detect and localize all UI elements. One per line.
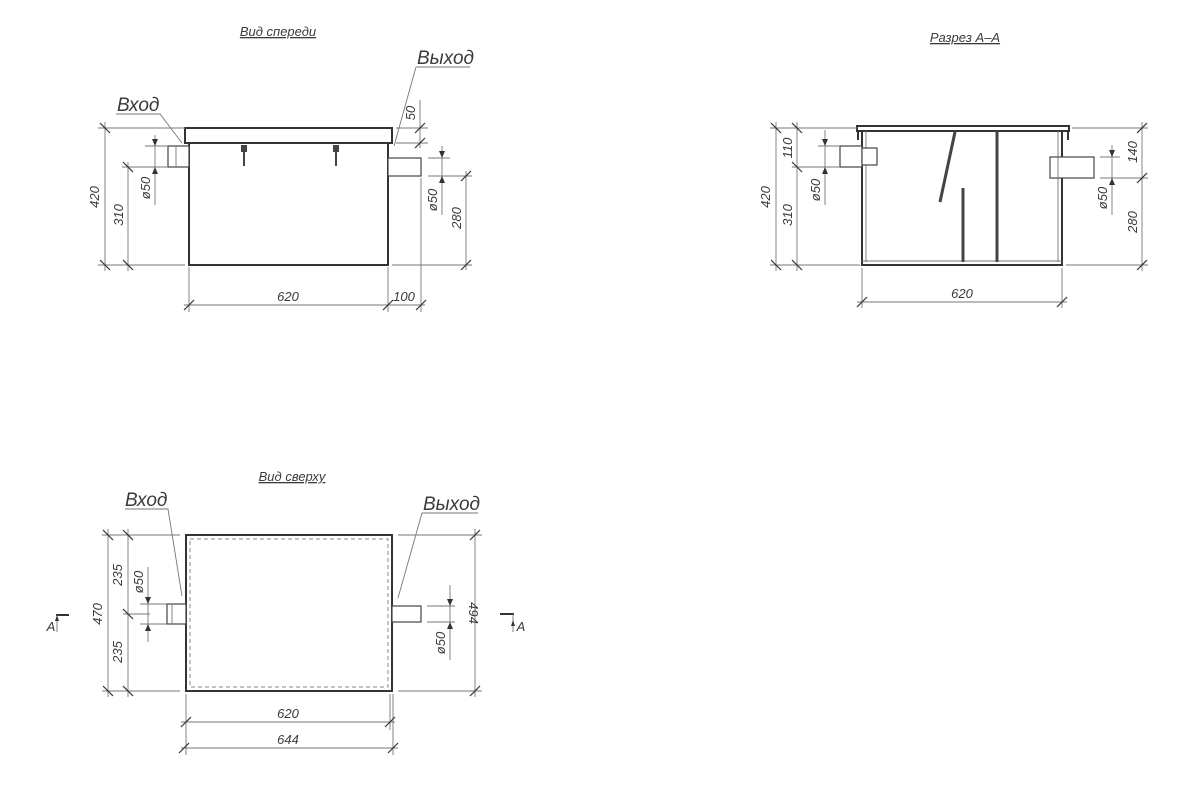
top-inlet-label: Вход bbox=[125, 490, 167, 511]
inclined-baffle bbox=[938, 131, 957, 203]
top-inlet-leader bbox=[125, 508, 183, 597]
top-tank-inner bbox=[189, 538, 389, 688]
section-mark-right: А bbox=[500, 613, 526, 634]
tank-body bbox=[188, 142, 389, 266]
top-dim-494: 494 bbox=[466, 602, 481, 624]
section-outlet-pipe bbox=[1049, 156, 1095, 179]
svg-text:А: А bbox=[46, 619, 56, 634]
top-dimension-lines bbox=[102, 529, 482, 755]
top-dim-outlet-diameter: ø50 bbox=[433, 631, 448, 654]
outlet-label: Выход bbox=[417, 48, 474, 69]
section-dimension-lines bbox=[770, 122, 1148, 308]
dim-280: 280 bbox=[449, 206, 464, 229]
sec-dim-310: 310 bbox=[780, 203, 795, 225]
sec-dim-140: 140 bbox=[1125, 140, 1140, 162]
sec-dim-420: 420 bbox=[758, 185, 773, 207]
top-dim-644: 644 bbox=[277, 732, 299, 747]
front-view-title: Вид спереди bbox=[240, 24, 316, 39]
dim-lid: 50 bbox=[403, 105, 418, 120]
sec-dim-280: 280 bbox=[1125, 210, 1140, 233]
top-inlet-pipe bbox=[166, 603, 187, 625]
sec-dim-620: 620 bbox=[951, 286, 973, 301]
svg-text:А: А bbox=[516, 619, 526, 634]
sec-dim-outlet-diameter: ø50 bbox=[1095, 186, 1110, 209]
top-dim-470: 470 bbox=[90, 602, 105, 624]
top-view-title: Вид сверху bbox=[259, 469, 327, 484]
dim-outlet-diameter: ø50 bbox=[425, 188, 440, 211]
top-outlet-pipe bbox=[391, 605, 422, 623]
dim-420: 420 bbox=[87, 185, 102, 207]
inlet-label: Вход bbox=[117, 95, 159, 116]
top-dim-620: 620 bbox=[277, 706, 299, 721]
top-view: Вид сверху Вход Выход bbox=[46, 469, 526, 755]
section-view-title: Разрез А–А bbox=[930, 30, 1000, 45]
sec-dim-inlet-diameter: ø50 bbox=[808, 178, 823, 201]
section-view: Разрез А–А bbox=[758, 30, 1148, 308]
dim-310: 310 bbox=[111, 203, 126, 225]
dimension-lines bbox=[98, 100, 472, 312]
section-mark-left: А bbox=[46, 614, 69, 634]
lid-latch bbox=[241, 145, 339, 166]
dim-620: 620 bbox=[277, 289, 299, 304]
top-tank-outline bbox=[185, 534, 393, 692]
dim-100: 100 bbox=[393, 289, 415, 304]
sec-dim-110: 110 bbox=[780, 137, 795, 158]
inlet-pipe bbox=[167, 145, 190, 168]
section-inlet-pipe bbox=[839, 145, 878, 168]
outlet-leader bbox=[393, 66, 470, 147]
tank-lid bbox=[184, 127, 393, 144]
top-dim-235-upper: 235 bbox=[110, 563, 125, 586]
top-outlet-label: Выход bbox=[423, 494, 480, 515]
dim-inlet-diameter: ø50 bbox=[138, 176, 153, 199]
front-view: Вид спереди Вход Выход bbox=[87, 24, 474, 312]
outlet-pipe bbox=[387, 157, 422, 177]
top-dim-235-lower: 235 bbox=[110, 640, 125, 663]
inlet-leader bbox=[116, 113, 183, 144]
section-tank-wall bbox=[861, 130, 1063, 266]
top-dim-inlet-diameter: ø50 bbox=[131, 570, 146, 593]
top-outlet-leader bbox=[397, 512, 478, 599]
